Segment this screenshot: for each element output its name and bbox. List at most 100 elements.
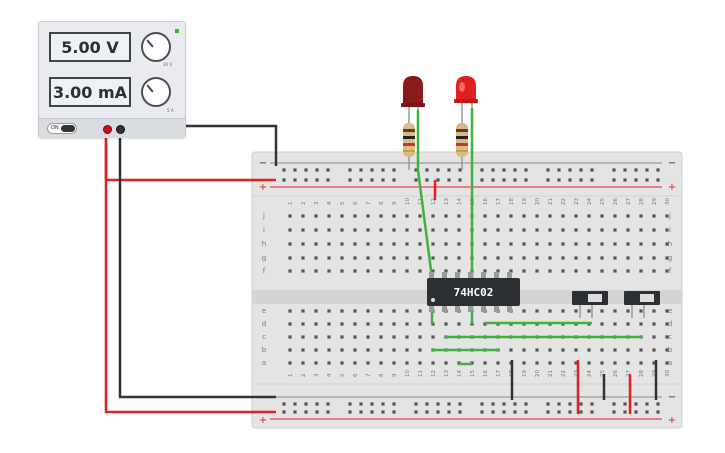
rail-hole[interactable]	[293, 402, 297, 406]
terminal-hole[interactable]	[340, 361, 344, 365]
rail-hole[interactable]	[447, 410, 451, 414]
rail-hole[interactable]	[557, 410, 561, 414]
rail-hole[interactable]	[612, 168, 616, 172]
terminal-hole[interactable]	[509, 256, 513, 260]
rail-hole[interactable]	[381, 178, 385, 182]
terminal-hole[interactable]	[561, 348, 565, 352]
terminal-hole[interactable]	[301, 335, 305, 339]
rail-hole[interactable]	[348, 168, 352, 172]
rail-hole[interactable]	[480, 168, 484, 172]
rail-hole[interactable]	[293, 410, 297, 414]
terminal-hole[interactable]	[574, 228, 578, 232]
terminal-hole[interactable]	[535, 361, 539, 365]
terminal-hole[interactable]	[366, 214, 370, 218]
terminal-hole[interactable]	[548, 309, 552, 313]
rail-hole[interactable]	[557, 168, 561, 172]
terminal-hole[interactable]	[665, 348, 669, 352]
terminal-hole[interactable]	[379, 348, 383, 352]
rail-hole[interactable]	[436, 168, 440, 172]
rail-hole[interactable]	[425, 168, 429, 172]
terminal-hole[interactable]	[314, 309, 318, 313]
rail-hole[interactable]	[579, 410, 583, 414]
terminal-hole[interactable]	[652, 335, 656, 339]
rail-hole[interactable]	[436, 410, 440, 414]
terminal-hole[interactable]	[392, 242, 396, 246]
terminal-hole[interactable]	[327, 256, 331, 260]
resistor-1[interactable]	[403, 123, 415, 157]
terminal-hole[interactable]	[548, 361, 552, 365]
terminal-hole[interactable]	[327, 322, 331, 326]
terminal-hole[interactable]	[314, 348, 318, 352]
rail-hole[interactable]	[392, 168, 396, 172]
terminal-hole[interactable]	[535, 309, 539, 313]
rail-hole[interactable]	[326, 178, 330, 182]
terminal-hole[interactable]	[535, 256, 539, 260]
terminal-hole[interactable]	[652, 269, 656, 273]
terminal-hole[interactable]	[574, 348, 578, 352]
terminal-hole[interactable]	[483, 361, 487, 365]
rail-hole[interactable]	[656, 178, 660, 182]
wire-black-psu-bottom-rail[interactable]	[118, 128, 276, 399]
rail-hole[interactable]	[568, 168, 572, 172]
rail-hole[interactable]	[491, 402, 495, 406]
terminal-hole[interactable]	[600, 256, 604, 260]
terminal-hole[interactable]	[626, 361, 630, 365]
rail-hole[interactable]	[458, 168, 462, 172]
terminal-hole[interactable]	[353, 256, 357, 260]
rail-hole[interactable]	[590, 168, 594, 172]
rail-hole[interactable]	[304, 178, 308, 182]
terminal-hole[interactable]	[548, 214, 552, 218]
terminal-hole[interactable]	[340, 256, 344, 260]
terminal-hole[interactable]	[314, 322, 318, 326]
terminal-hole[interactable]	[353, 269, 357, 273]
terminal-hole[interactable]	[483, 256, 487, 260]
terminal-hole[interactable]	[327, 242, 331, 246]
rail-hole[interactable]	[634, 178, 638, 182]
power-toggle[interactable]: ON	[47, 123, 77, 134]
terminal-hole[interactable]	[509, 214, 513, 218]
terminal-hole[interactable]	[652, 361, 656, 365]
rail-hole[interactable]	[645, 168, 649, 172]
rail-hole[interactable]	[315, 402, 319, 406]
rail-hole[interactable]	[645, 402, 649, 406]
terminal-hole[interactable]	[665, 309, 669, 313]
terminal-hole[interactable]	[340, 269, 344, 273]
rail-hole[interactable]	[414, 402, 418, 406]
terminal-hole[interactable]	[535, 214, 539, 218]
terminal-hole[interactable]	[418, 269, 422, 273]
rail-hole[interactable]	[425, 410, 429, 414]
terminal-hole[interactable]	[600, 269, 604, 273]
terminal-hole[interactable]	[613, 228, 617, 232]
terminal-hole[interactable]	[405, 214, 409, 218]
terminal-hole[interactable]	[314, 269, 318, 273]
terminal-hole[interactable]	[444, 361, 448, 365]
rail-hole[interactable]	[623, 168, 627, 172]
terminal-hole[interactable]	[301, 348, 305, 352]
terminal-hole[interactable]	[665, 242, 669, 246]
terminal-hole[interactable]	[353, 322, 357, 326]
terminal-hole[interactable]	[340, 335, 344, 339]
terminal-hole[interactable]	[353, 335, 357, 339]
terminal-hole[interactable]	[444, 228, 448, 232]
rail-hole[interactable]	[612, 410, 616, 414]
terminal-hole[interactable]	[652, 309, 656, 313]
terminal-hole[interactable]	[483, 242, 487, 246]
terminal-hole[interactable]	[548, 348, 552, 352]
rail-hole[interactable]	[392, 178, 396, 182]
terminal-hole[interactable]	[288, 214, 292, 218]
terminal-hole[interactable]	[379, 309, 383, 313]
terminal-hole[interactable]	[587, 309, 591, 313]
rail-hole[interactable]	[359, 168, 363, 172]
rail-hole[interactable]	[579, 402, 583, 406]
terminal-hole[interactable]	[301, 228, 305, 232]
terminal-hole[interactable]	[626, 228, 630, 232]
terminal-hole[interactable]	[392, 309, 396, 313]
terminal-hole[interactable]	[587, 348, 591, 352]
rail-hole[interactable]	[513, 410, 517, 414]
terminal-hole[interactable]	[366, 322, 370, 326]
terminal-hole[interactable]	[613, 322, 617, 326]
terminal-hole[interactable]	[379, 269, 383, 273]
rail-hole[interactable]	[458, 402, 462, 406]
rail-hole[interactable]	[447, 402, 451, 406]
terminal-hole[interactable]	[379, 361, 383, 365]
